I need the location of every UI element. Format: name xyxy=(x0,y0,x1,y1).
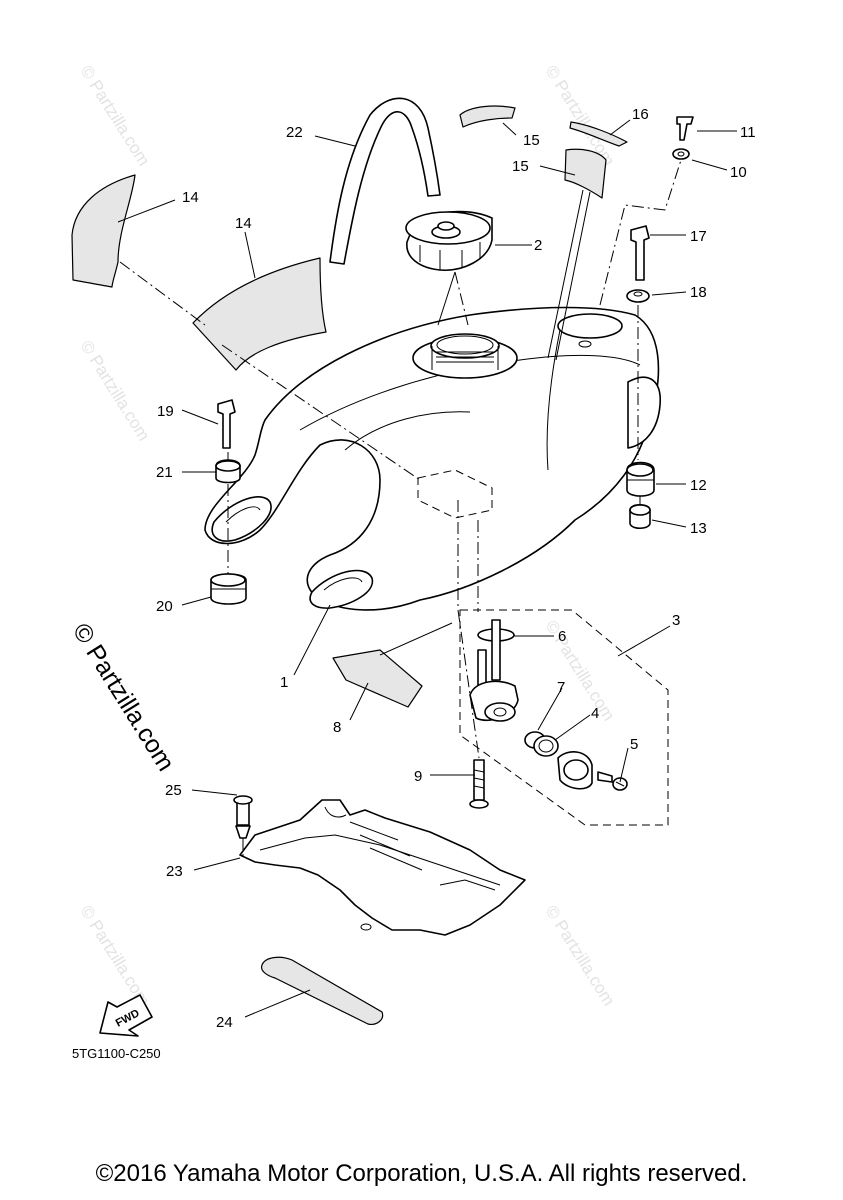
damper-block xyxy=(332,649,423,708)
watermark: © Partzilla.com xyxy=(77,902,154,1009)
copyright-notice: ©2016 Yamaha Motor Corporation, U.S.A. A… xyxy=(95,1160,748,1187)
watermark: © Partzilla.com xyxy=(542,902,619,1009)
callout-13: 13 xyxy=(690,520,707,537)
callout-17: 17 xyxy=(690,228,707,245)
callout-10: 10 xyxy=(730,164,747,181)
callout-19: 19 xyxy=(157,403,174,420)
callout-4: 4 xyxy=(591,705,599,722)
callout-7: 7 xyxy=(557,679,565,696)
rivet xyxy=(233,795,253,839)
callouts: 1 2 3 4 5 6 7 8 9 10 11 12 13 14 14 15 1… xyxy=(156,106,756,1031)
callout-3: 3 xyxy=(672,612,680,629)
callout-21: 21 xyxy=(156,464,173,481)
callout-8: 8 xyxy=(333,719,341,736)
callout-25: 25 xyxy=(165,782,182,799)
callout-20: 20 xyxy=(156,598,173,615)
fuel-cock-boundary xyxy=(459,609,669,826)
damper-pads xyxy=(459,105,628,199)
callout-5: 5 xyxy=(630,736,638,753)
forward-direction-arrow: FWD xyxy=(99,994,153,1037)
fuel-cap xyxy=(405,210,493,271)
callout-24: 24 xyxy=(216,1014,233,1031)
callout-2: 2 xyxy=(534,237,542,254)
leader-lines xyxy=(117,119,737,1018)
watermark: © Partzilla.com xyxy=(77,62,154,169)
callout-14-center: 14 xyxy=(235,215,252,232)
diagram-code: 5TG1100-C250 xyxy=(72,1046,161,1061)
callout-11: 11 xyxy=(740,124,756,141)
fuel-cock xyxy=(469,619,628,791)
callout-16: 16 xyxy=(632,106,649,123)
bolt-and-washer xyxy=(626,225,650,303)
callout-9: 9 xyxy=(414,768,422,785)
callout-12: 12 xyxy=(690,477,707,494)
assembly-lines xyxy=(119,159,682,857)
breather-hose xyxy=(329,97,441,265)
callout-22: 22 xyxy=(286,124,303,141)
callout-14-left: 14 xyxy=(182,189,199,206)
watermark: © Partzilla.com xyxy=(77,337,154,444)
watermark: © Partzilla.com xyxy=(542,617,619,724)
guide-line xyxy=(547,189,591,361)
left-mount-hardware xyxy=(210,399,247,605)
callout-6: 6 xyxy=(558,628,566,645)
screw-and-washer xyxy=(672,116,694,160)
callout-15-top: 15 xyxy=(523,132,540,149)
seal-pads xyxy=(71,174,327,371)
callout-15-lower: 15 xyxy=(512,158,529,175)
callout-1: 1 xyxy=(280,674,288,691)
bottom-guard xyxy=(239,799,526,936)
callout-18: 18 xyxy=(690,284,707,301)
damper-and-collar xyxy=(626,461,655,530)
watermark-large: © Partzilla.com xyxy=(67,618,180,776)
fuel-tank xyxy=(204,306,661,611)
screw-9 xyxy=(469,759,489,809)
callout-23: 23 xyxy=(166,863,183,880)
skid-strip xyxy=(260,956,384,1025)
